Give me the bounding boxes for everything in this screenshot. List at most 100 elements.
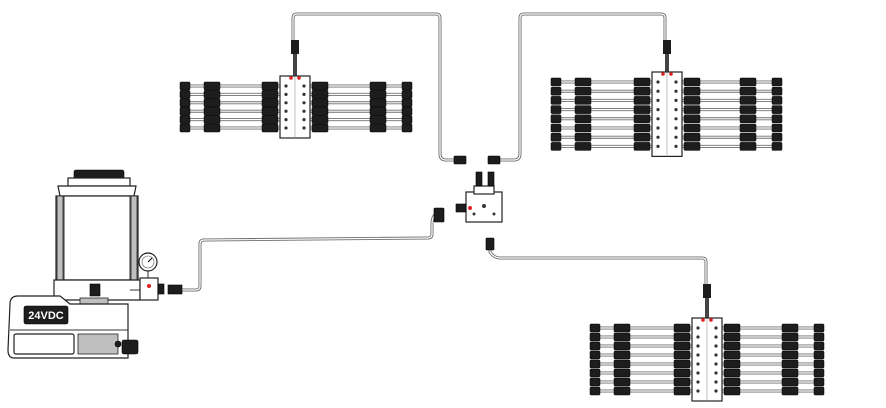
- outlet-fitting: [723, 341, 741, 351]
- port-hole: [656, 80, 660, 84]
- elbow-fitting-inlet: [433, 207, 445, 223]
- port-hole: [674, 144, 678, 148]
- outlet-fitting: [723, 359, 741, 369]
- outlet-fitting: [311, 81, 329, 91]
- port-hole: [284, 84, 288, 88]
- port-hole: [656, 108, 660, 112]
- outlet-fitting: [723, 350, 741, 360]
- port-hole: [696, 380, 700, 384]
- outlet-fitting: [633, 142, 651, 151]
- outlet-end-fitting: [771, 96, 783, 105]
- pipe-bottom-right: [488, 244, 708, 285]
- port-hole: [696, 362, 700, 366]
- hose-fitting: [203, 115, 221, 124]
- distributor-bottom-right: [589, 284, 825, 402]
- outlet-end-fitting: [771, 77, 783, 87]
- port-hole: [674, 80, 678, 84]
- outlet-end-fitting: [401, 115, 413, 124]
- port-hole: [714, 362, 718, 366]
- outlet-fitting: [261, 81, 279, 91]
- outlet-fitting: [261, 98, 279, 108]
- hose-fitting: [781, 341, 799, 351]
- hose-fitting: [739, 123, 757, 133]
- hose-fitting: [613, 350, 631, 360]
- port-hole: [302, 84, 306, 88]
- outlet-end-fitting: [550, 142, 562, 151]
- outlet-fitting: [633, 77, 651, 87]
- outlet-end-fitting: [771, 86, 783, 96]
- outlet-end-fitting: [771, 114, 783, 124]
- outlet-fitting: [633, 114, 651, 124]
- inlet-fitting: [291, 40, 299, 54]
- hose-fitting: [574, 123, 592, 133]
- outlet-fitting: [261, 115, 279, 124]
- inlet-marker: [297, 76, 301, 80]
- pump-outlet-fitting: [167, 284, 183, 295]
- port-hole: [714, 380, 718, 384]
- pump-element: [89, 283, 101, 297]
- outlet-end-fitting: [771, 132, 783, 142]
- port-hole: [656, 144, 660, 148]
- outlet-fitting: [683, 132, 701, 142]
- main-supply-pipe: [182, 210, 441, 292]
- outlet-fitting: [261, 90, 279, 99]
- outlet-end-fitting: [179, 98, 191, 108]
- hose-fitting: [203, 98, 221, 108]
- port-hole: [674, 135, 678, 139]
- outlet-fitting: [673, 359, 691, 369]
- hose-fitting: [613, 359, 631, 369]
- hose-fitting: [739, 105, 757, 114]
- outlet-end-fitting: [550, 105, 562, 114]
- port-hole: [284, 118, 288, 122]
- outlet-fitting: [723, 377, 741, 387]
- outlet-fitting: [633, 96, 651, 105]
- hose-fitting: [369, 81, 387, 91]
- outlet-fitting: [683, 123, 701, 133]
- hose-fitting: [613, 368, 631, 378]
- hose-fitting: [781, 323, 799, 333]
- port-hole: [714, 335, 718, 339]
- outlet-end-fitting: [179, 81, 191, 91]
- outlet-fitting: [673, 323, 691, 333]
- outlet-fitting: [723, 332, 741, 342]
- port-hole: [656, 117, 660, 121]
- outlet-fitting: [673, 332, 691, 342]
- hose-fitting: [781, 386, 799, 396]
- outlet-end-fitting: [813, 323, 825, 333]
- outlet-fitting: [633, 132, 651, 142]
- hose-fitting: [203, 106, 221, 116]
- hose-fitting: [739, 132, 757, 142]
- outlet-end-fitting: [550, 86, 562, 96]
- outlet-end-fitting: [589, 332, 601, 342]
- outlet-end-fitting: [813, 377, 825, 387]
- outlet-end-fitting: [401, 123, 413, 133]
- outlet-end-fitting: [179, 123, 191, 133]
- outlet-end-fitting: [550, 123, 562, 133]
- hose-fitting: [369, 90, 387, 99]
- outlet-end-fitting: [401, 90, 413, 99]
- elbow-fitting-br: [485, 237, 495, 251]
- elbow-fitting-tr: [487, 155, 501, 165]
- outlet-end-fitting: [813, 341, 825, 351]
- grease-pump: 24VDC: [7, 169, 183, 359]
- inlet-marker: [289, 76, 293, 80]
- port-hole: [656, 89, 660, 93]
- outlet-end-fitting: [813, 359, 825, 369]
- distributor-top-right: [550, 40, 783, 158]
- outlet-fitting: [633, 123, 651, 133]
- outlet-end-fitting: [813, 368, 825, 378]
- port-hole: [714, 371, 718, 375]
- outlet-fitting: [683, 114, 701, 124]
- inlet-fitting: [663, 40, 671, 54]
- outlet-end-fitting: [179, 90, 191, 99]
- port-hole: [714, 389, 718, 393]
- outlet-end-fitting: [179, 115, 191, 124]
- hose-fitting: [613, 386, 631, 396]
- port-hole: [714, 353, 718, 357]
- outlet-fitting: [683, 96, 701, 105]
- hose-fitting: [781, 377, 799, 387]
- outlet-end-fitting: [589, 323, 601, 333]
- outlet-end-fitting: [589, 341, 601, 351]
- outlet-end-fitting: [550, 96, 562, 105]
- outlet-fitting: [311, 98, 329, 108]
